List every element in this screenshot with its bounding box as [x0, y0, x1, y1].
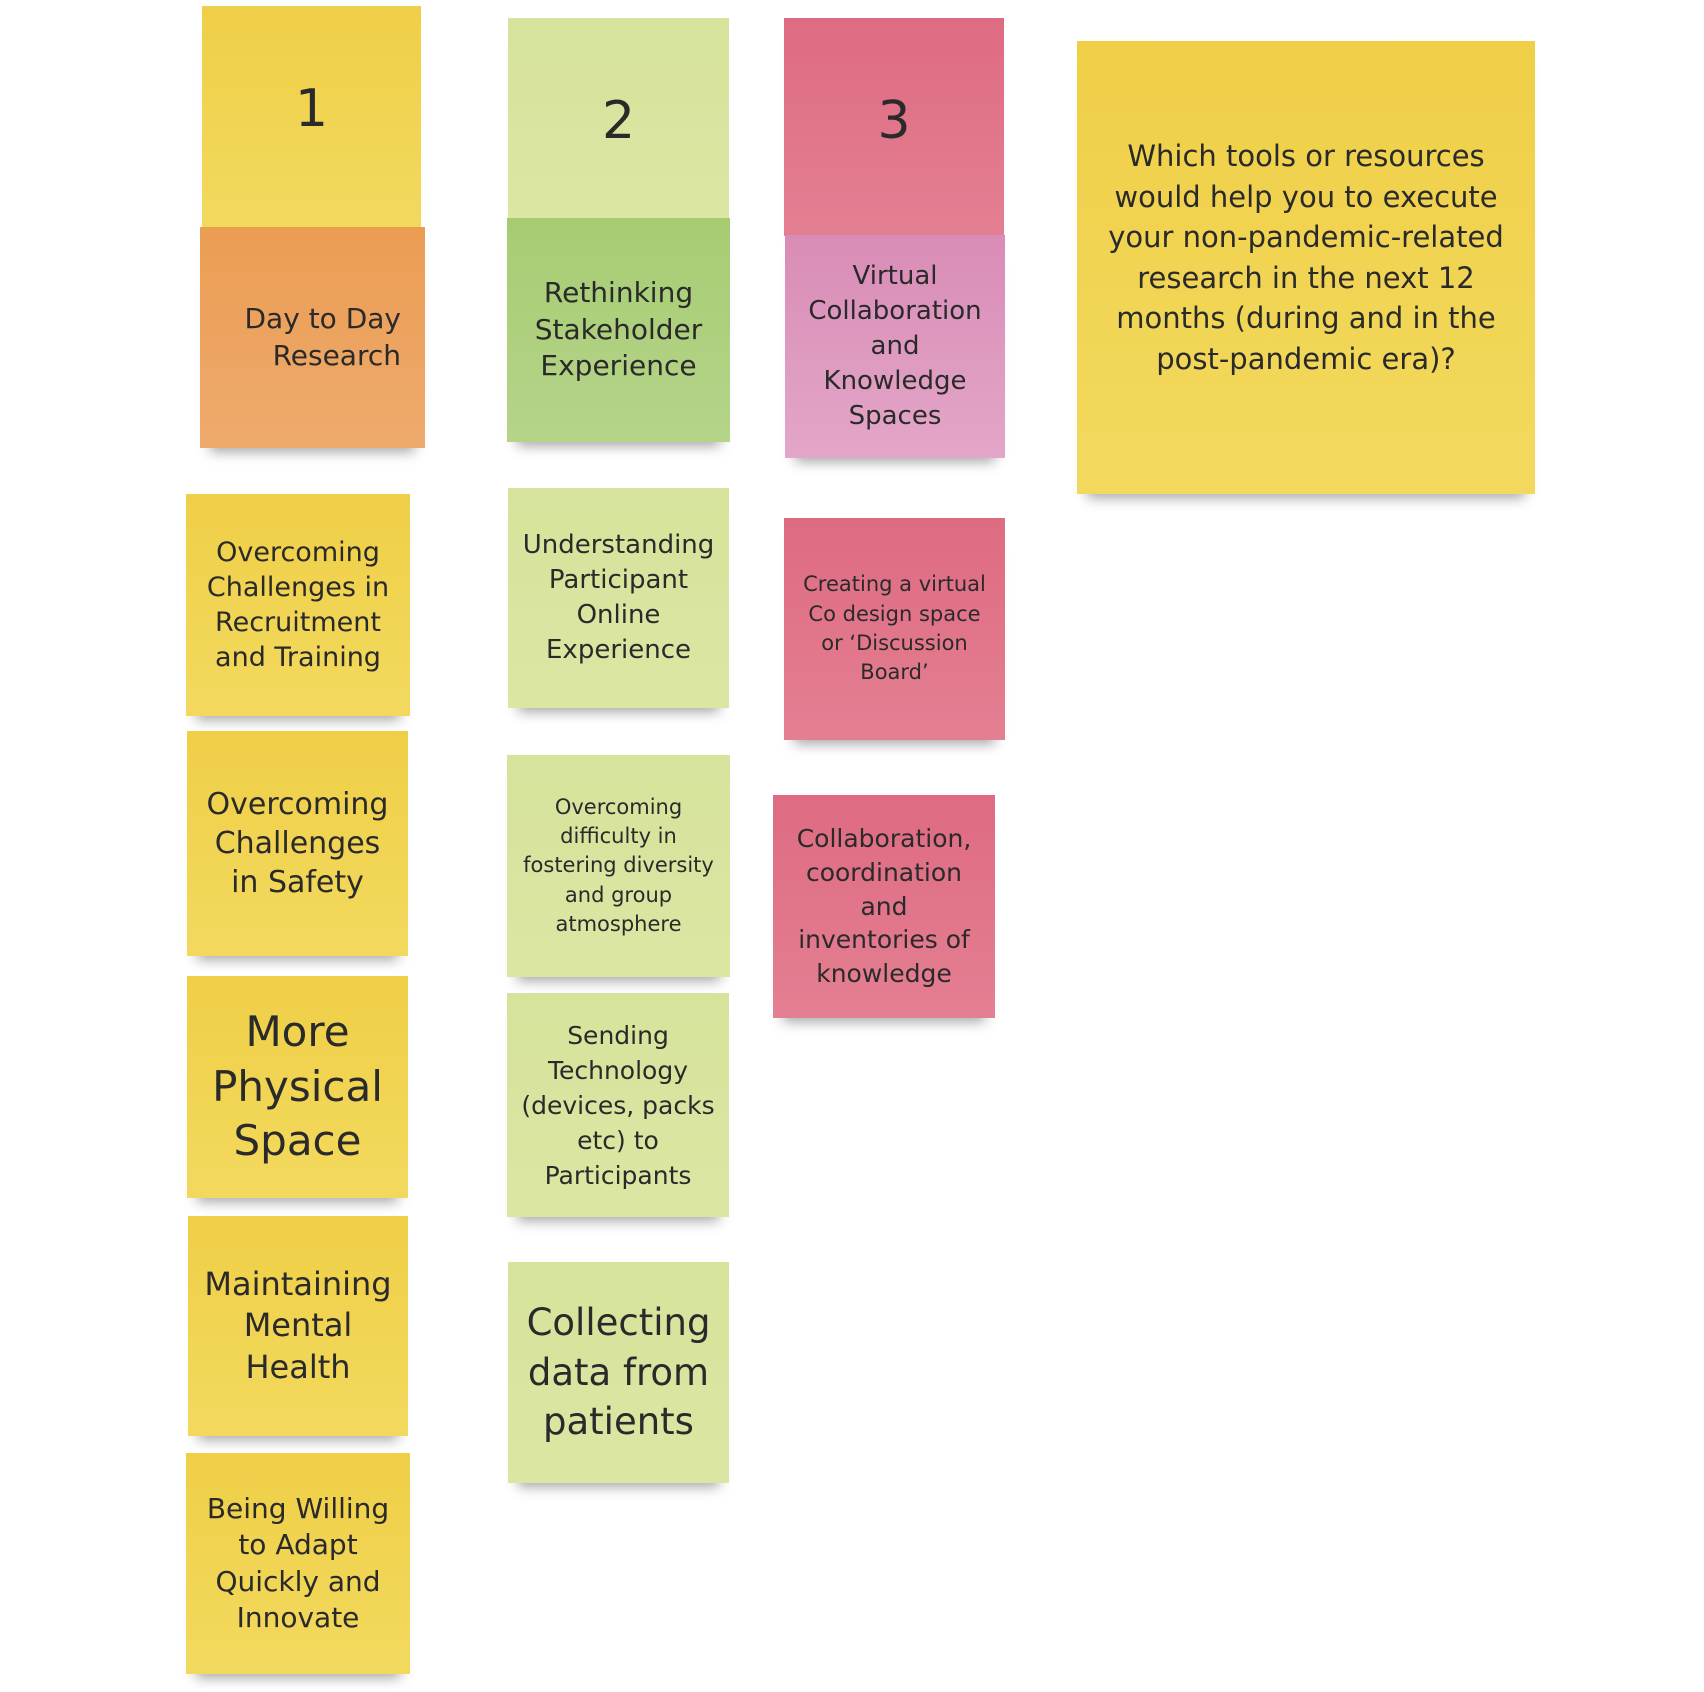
header-note-1-title[interactable]: Day to Day Research: [200, 227, 425, 448]
header-note-3-title[interactable]: Virtual Collaboration and Knowledge Spac…: [785, 235, 1005, 458]
note-text: Overcoming Challenges in Recruitment and…: [206, 536, 390, 674]
note-text: Understanding Participant Online Experie…: [522, 529, 715, 666]
note-text: Sending Technology (devices, packs etc) …: [521, 1020, 715, 1190]
sticky-note[interactable]: Being Willing to Adapt Quickly and Innov…: [186, 1453, 410, 1674]
note-text: Maintaining Mental Health: [204, 1264, 392, 1386]
sticky-note[interactable]: Sending Technology (devices, packs etc) …: [507, 993, 729, 1217]
header-title: Rethinking Stakeholder Experience: [534, 276, 703, 383]
header-title: Day to Day Research: [244, 302, 402, 372]
sticky-note[interactable]: Overcoming difficulty in fostering diver…: [507, 755, 730, 977]
note-text: Collecting data from patients: [526, 1300, 711, 1444]
question-text: Which tools or resources would help you …: [1108, 139, 1504, 376]
note-text: Overcoming difficulty in fostering diver…: [523, 794, 714, 937]
note-text: Overcoming Challenges in Safety: [206, 787, 389, 900]
header-title: Virtual Collaboration and Knowledge Spac…: [808, 260, 982, 432]
sticky-note[interactable]: Overcoming Challenges in Recruitment and…: [186, 494, 410, 716]
note-text: Collaboration, coordination and inventor…: [796, 824, 972, 989]
sticky-note[interactable]: More Physical Space: [187, 976, 408, 1198]
header-number: 3: [877, 91, 911, 151]
header-number: 1: [294, 79, 329, 139]
note-text: Being Willing to Adapt Quickly and Innov…: [206, 1491, 390, 1634]
sticky-note[interactable]: Maintaining Mental Health: [188, 1216, 408, 1436]
header-note-2-title[interactable]: Rethinking Stakeholder Experience: [507, 218, 730, 442]
note-text: More Physical Space: [212, 1007, 383, 1166]
sticky-note[interactable]: Understanding Participant Online Experie…: [508, 488, 729, 708]
note-text: Creating a virtual Co design space or ‘D…: [803, 572, 986, 685]
sticky-note[interactable]: Creating a virtual Co design space or ‘D…: [784, 518, 1005, 740]
sticky-note[interactable]: Collaboration, coordination and inventor…: [773, 795, 995, 1018]
header-note-2-number[interactable]: 2: [508, 18, 729, 220]
question-note[interactable]: Which tools or resources would help you …: [1077, 41, 1535, 494]
header-note-1-number[interactable]: 1: [202, 6, 421, 228]
sticky-note[interactable]: Overcoming Challenges in Safety: [187, 731, 408, 956]
sticky-note[interactable]: Collecting data from patients: [508, 1262, 729, 1483]
header-number: 2: [601, 91, 636, 151]
header-note-3-number[interactable]: 3: [784, 18, 1004, 236]
